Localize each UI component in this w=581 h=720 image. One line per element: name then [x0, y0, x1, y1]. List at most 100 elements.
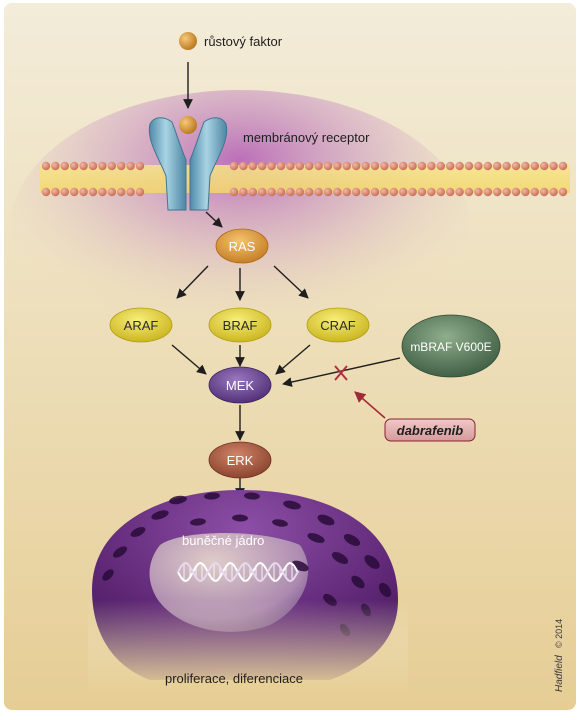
membrane-bead	[549, 187, 558, 197]
drug-label: dabrafenib	[397, 423, 464, 438]
membrane-bead	[41, 161, 51, 171]
node-mbraf: mBRAF V600E	[401, 314, 501, 378]
nuclear-pore	[130, 526, 146, 538]
membrane-bead	[521, 161, 530, 171]
nuclear-pore	[283, 500, 301, 510]
membrane-bead	[51, 187, 60, 197]
membrane-bead	[107, 187, 117, 197]
nucleus-fade	[88, 600, 408, 690]
drug-dabrafenib: dabrafenib	[384, 418, 476, 442]
membrane-bead	[323, 161, 333, 171]
nuclear-pore	[351, 575, 365, 589]
membrane-bead	[248, 161, 257, 171]
membrane-bead	[408, 161, 417, 171]
arrow-ras-to-craf	[273, 265, 309, 299]
nuclear-pore	[244, 492, 260, 500]
membrane-bead	[258, 187, 267, 197]
arrow-drug-to-mbraf	[354, 391, 386, 419]
dna-helix-icon	[177, 561, 299, 583]
nuclear-pore	[232, 514, 248, 522]
membrane-bead	[502, 187, 511, 197]
membrane-bead	[60, 187, 69, 197]
membrane-bead	[493, 161, 502, 171]
growth-factor-label: růstový faktor	[204, 34, 283, 49]
arrow-receptor-to-ras	[205, 211, 223, 228]
membrane-bead	[135, 161, 145, 171]
inhibition-cross-stroke-2	[334, 365, 348, 381]
membrane-bead	[295, 187, 304, 197]
membrane-bead	[305, 187, 314, 197]
arrow-ras-to-araf	[176, 265, 209, 299]
drug-box	[384, 418, 476, 442]
cell-membrane	[40, 161, 570, 197]
node-braf-shape	[208, 307, 272, 343]
membrane-bead	[295, 161, 304, 171]
receptor-left-lobe	[148, 117, 187, 211]
membrane-bead	[399, 161, 408, 171]
node-araf-shape	[109, 307, 173, 343]
nucleus-label: buněčné jádro	[182, 533, 264, 548]
membrane-bead	[98, 187, 107, 197]
nuclear-pore	[317, 514, 335, 526]
membrane-bead	[267, 187, 276, 197]
membrane-bead	[323, 187, 333, 197]
growth-factor: růstový faktor	[179, 32, 283, 50]
membrane-bead	[333, 161, 342, 171]
membrane-bead	[286, 187, 295, 197]
nuclear-pore	[151, 510, 169, 520]
nuclear-pore	[190, 518, 206, 526]
arrow-araf-to-mek	[171, 344, 207, 375]
node-ras-label: RAS	[229, 239, 256, 254]
membrane-bead	[98, 161, 107, 171]
membrane-bead	[305, 161, 314, 171]
credit: Hadfield © 2014	[554, 619, 565, 692]
node-erk: ERK	[208, 441, 272, 479]
membrane-bead	[540, 161, 549, 171]
nuclear-pore	[169, 495, 187, 505]
membrane-bead	[417, 161, 427, 171]
membrane-bead	[436, 161, 445, 171]
membrane-bead	[333, 187, 342, 197]
membrane-bead	[314, 187, 323, 197]
membrane-bead	[314, 161, 323, 171]
membrane-bead	[558, 161, 568, 171]
credit-signature: Hadfield	[554, 655, 565, 692]
membrane-bead	[399, 187, 408, 197]
membrane-bead	[530, 161, 539, 171]
membrane-bead	[464, 161, 474, 171]
membrane-bead	[483, 187, 492, 197]
membrane-bead	[276, 161, 286, 171]
membrane-bead	[107, 161, 117, 171]
node-araf-label: ARAF	[124, 318, 159, 333]
node-erk-shape	[208, 441, 272, 479]
nuclear-pore	[113, 546, 127, 558]
nuclear-pore	[364, 555, 380, 569]
growth-factor-icon	[179, 32, 197, 50]
membrane-bead	[474, 161, 483, 171]
node-braf: BRAF	[208, 307, 272, 343]
membrane-bead	[558, 187, 568, 197]
membrane-bead	[474, 187, 483, 197]
nuclear-pore	[102, 569, 114, 581]
membrane-bead	[51, 161, 60, 171]
membrane-bead	[530, 187, 539, 197]
node-craf-shape	[306, 307, 370, 343]
membrane-bead	[380, 161, 389, 171]
membrane-bead	[239, 161, 248, 171]
membrane-bead	[135, 187, 145, 197]
membrane-bead	[60, 161, 69, 171]
membrane-bead	[389, 187, 398, 197]
membrane-bead	[258, 161, 267, 171]
membrane-bead	[493, 187, 502, 197]
membrane-bead	[408, 187, 417, 197]
membrane-bead	[483, 161, 492, 171]
nuclear-pore	[331, 552, 349, 564]
membrane-bead	[521, 187, 530, 197]
membrane-bead	[455, 187, 464, 197]
membrane-bead	[436, 187, 445, 197]
node-mbraf-label: mBRAF V600E	[410, 340, 491, 354]
membrane-bead	[370, 187, 380, 197]
membrane-bead	[70, 161, 79, 171]
membrane-beads-top	[41, 161, 568, 171]
membrane-bead	[389, 161, 398, 171]
